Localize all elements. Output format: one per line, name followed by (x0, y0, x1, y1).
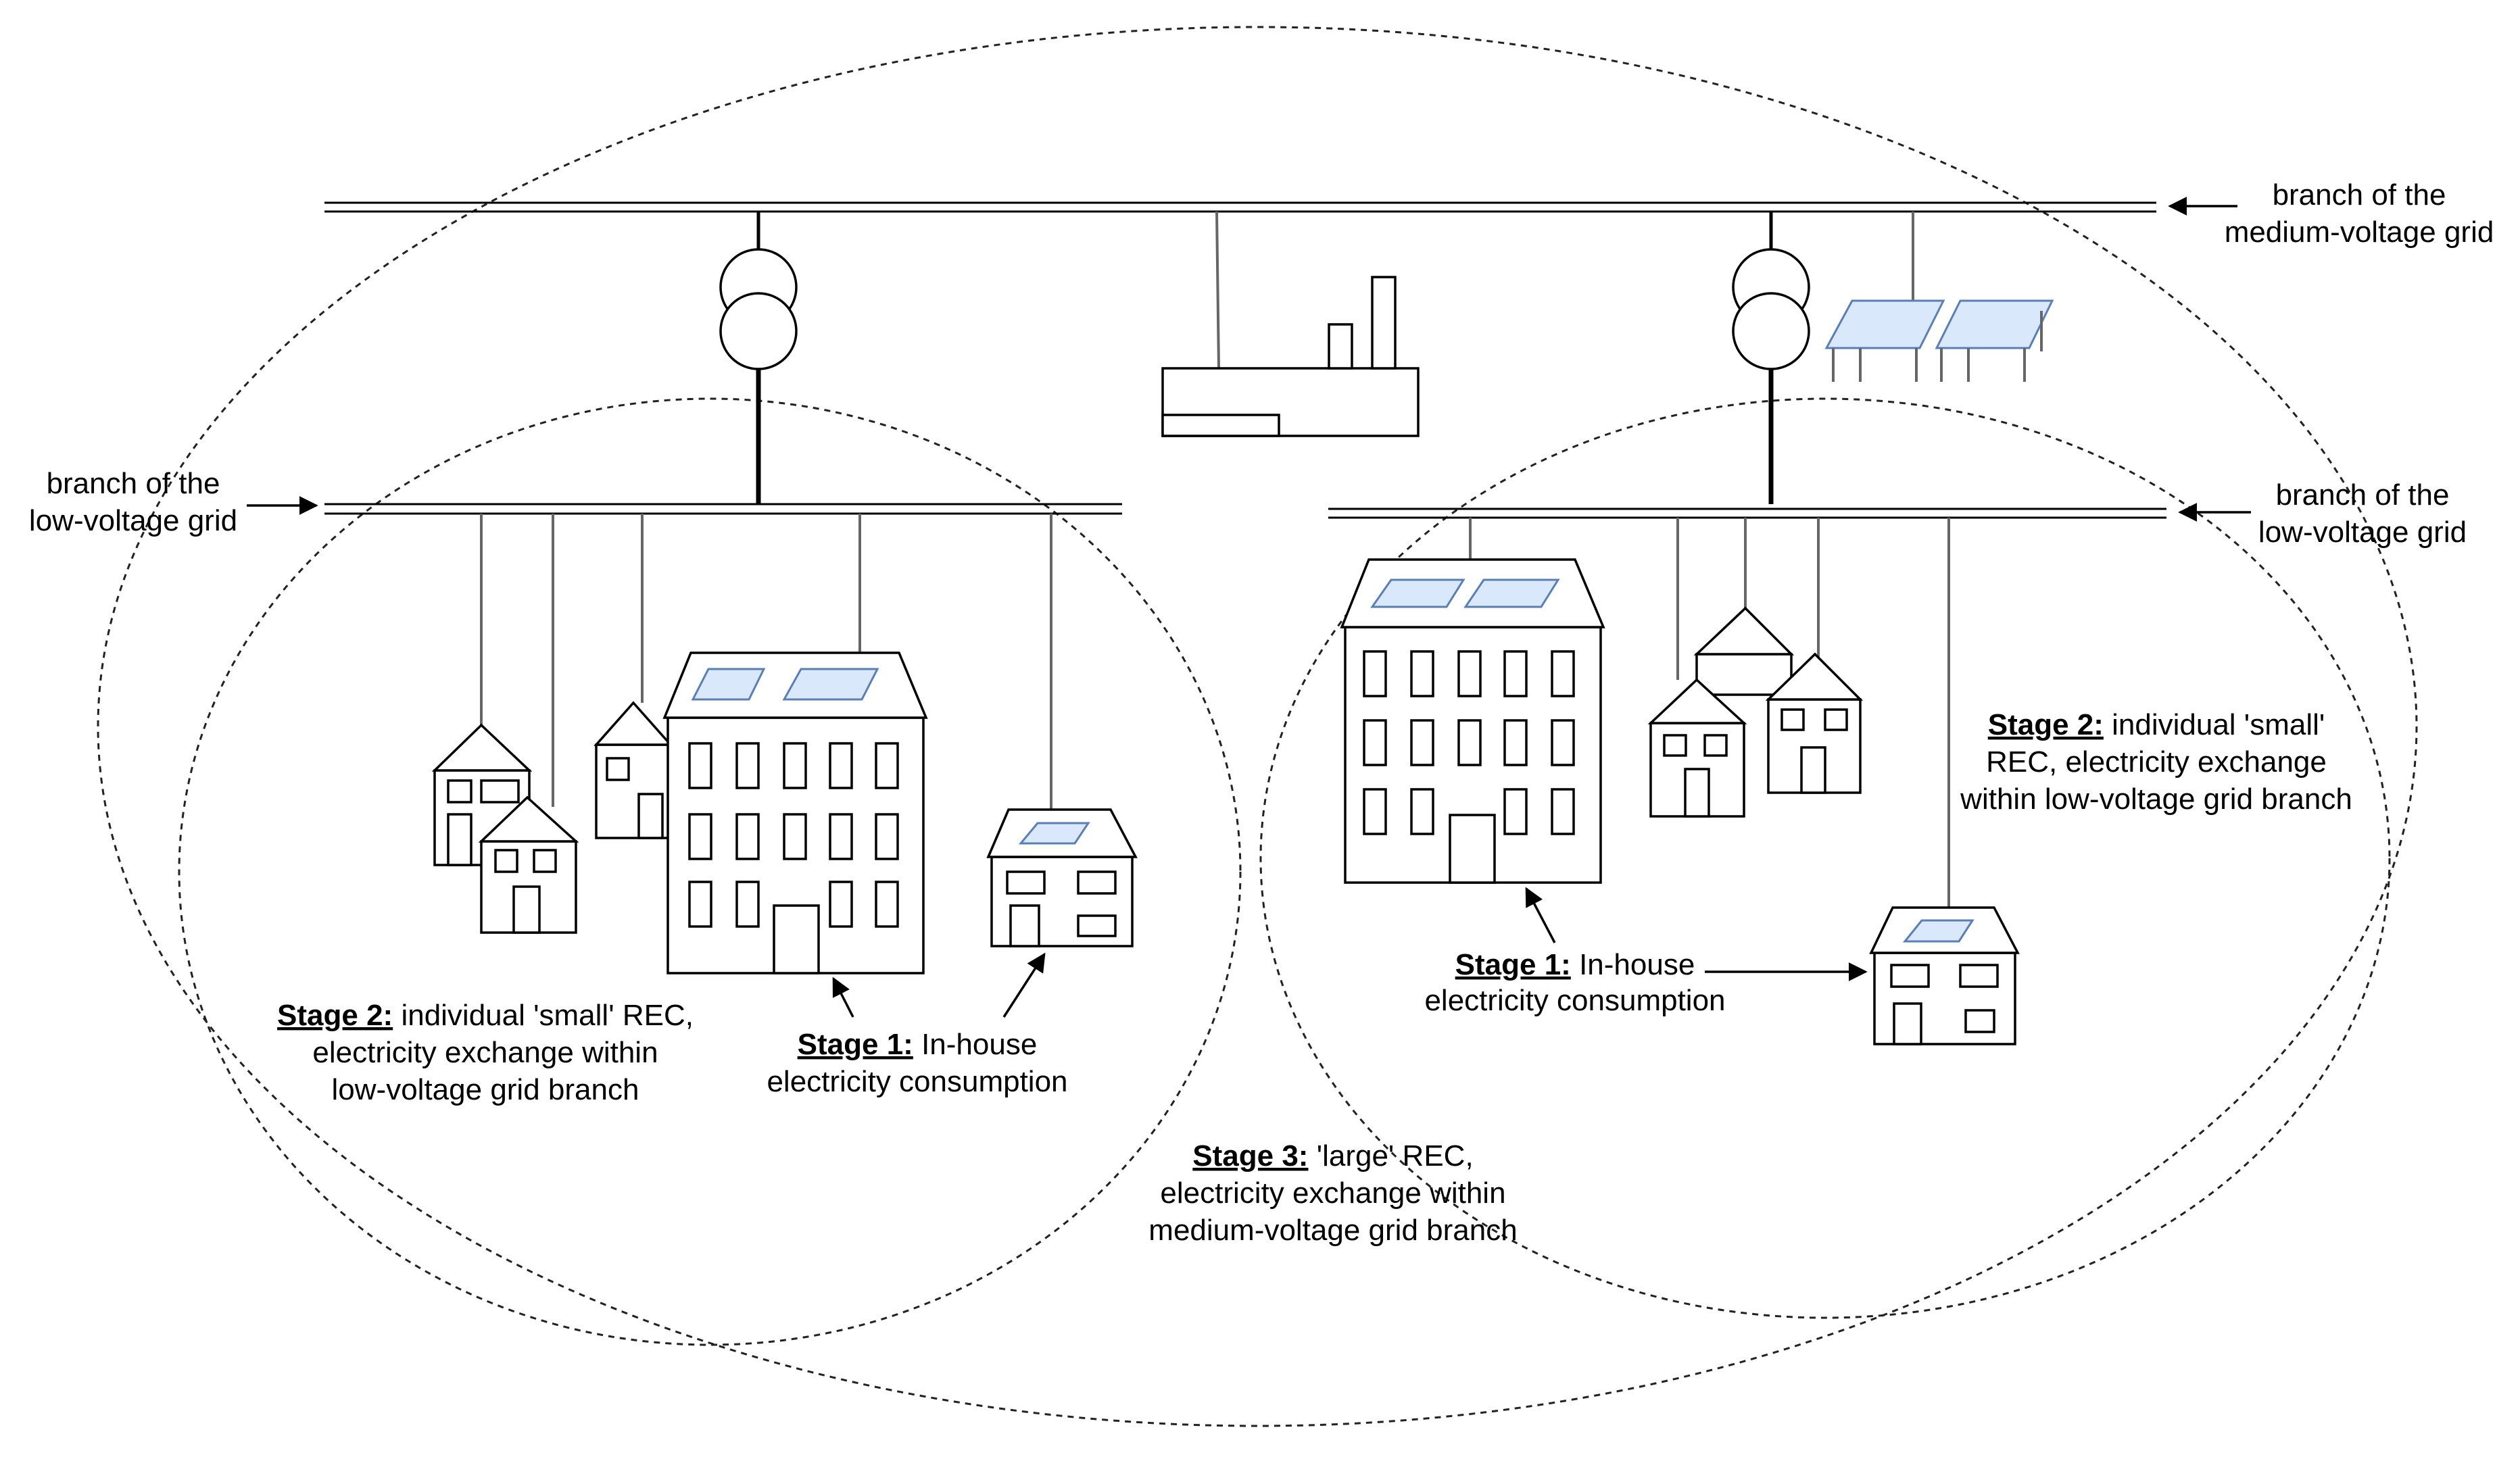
label-mv-grid: branch of the medium-voltage grid (2225, 178, 2494, 249)
house-left-solar (986, 808, 1138, 947)
label-line: Stage 3: 'large' REC, (1192, 1139, 1473, 1172)
arrow-stage1-left-a (832, 977, 854, 1018)
house-left-3 (593, 701, 673, 839)
solar-panel-icon (1018, 822, 1090, 845)
label-stage1-right: Stage 1: In-house electricity consumptio… (1424, 948, 1725, 1017)
stage3-boundary (97, 26, 2418, 1427)
low-voltage-bus-right (1328, 508, 2166, 519)
apartment-building-right (1340, 558, 1605, 884)
stage-text: In-house (1571, 948, 1695, 981)
transformer-left (719, 212, 798, 504)
feeders-right (1469, 518, 1950, 908)
transformer-right (1732, 212, 1810, 504)
label-line: within low-voltage grid branch (1960, 783, 2352, 816)
label-line: REC, electricity exchange (1986, 745, 2327, 779)
windows (1363, 650, 1575, 884)
solar-panel-icon (1902, 919, 1974, 943)
label-line: low-voltage grid branch (332, 1073, 639, 1106)
stage2-right-boundary (1259, 397, 2391, 1319)
label-line: Stage 2: individual 'small' REC, (277, 999, 694, 1032)
stage-text: 'large' REC, (1308, 1139, 1473, 1172)
house-right-solar (1869, 906, 2020, 1045)
windows (688, 742, 899, 974)
label-line: electricity consumption (767, 1065, 1067, 1098)
low-voltage-bus-left (324, 503, 1122, 515)
medium-voltage-bus (324, 201, 2156, 213)
label-line: Stage 2: individual 'small' (1988, 708, 2325, 741)
solar-panel-icon (691, 668, 766, 701)
stage-title: Stage 2: (1988, 708, 2104, 741)
solar-panel-icon (782, 668, 879, 701)
stage-title: Stage 1: (798, 1028, 913, 1061)
house-left-2 (478, 795, 579, 934)
label-stage3: Stage 3: 'large' REC, electricity exchan… (1148, 1139, 1517, 1247)
label-stage1-left: Stage 1: In-house electricity consumptio… (767, 1028, 1067, 1098)
label-line: medium-voltage grid branch (1148, 1214, 1517, 1247)
label-line: electricity exchange within (1160, 1177, 1505, 1210)
arrows (247, 197, 2251, 1018)
label-line: branch of the (47, 467, 220, 500)
label-lv-grid-right: branch of the low-voltage grid (2258, 478, 2467, 549)
stage-text: individual 'small' REC, (393, 999, 694, 1032)
label-line: electricity exchange within (312, 1036, 658, 1069)
label-line: electricity consumption (1424, 984, 1725, 1017)
apartment-building-left (662, 651, 928, 974)
house-right-2 (1765, 652, 1864, 794)
stage-title: Stage 1: (1455, 948, 1571, 981)
stage-title: Stage 3: (1192, 1139, 1308, 1172)
label-line: branch of the (2273, 178, 2446, 212)
feeders-left (480, 514, 1052, 810)
label-line: Stage 1: In-house (798, 1028, 1038, 1061)
solar-panel-icon (1370, 578, 1465, 608)
label-line: medium-voltage grid (2225, 216, 2494, 249)
label-lv-grid-left: branch of the low-voltage grid (29, 467, 237, 537)
stage2-left-boundary (178, 397, 1242, 1346)
factory (1161, 211, 1420, 437)
arrow-stage1-left-b (1002, 952, 1046, 1018)
house-right-back (1693, 606, 1795, 696)
solar-panel-icon (1824, 299, 1945, 349)
stage-text: In-house (913, 1028, 1037, 1061)
label-line: Stage 1: In-house (1455, 948, 1695, 981)
solar-panel-icon (1463, 578, 1560, 608)
solar-park (1824, 212, 2054, 382)
house-right-1 (1647, 678, 1747, 818)
label-stage2-right: Stage 2: individual 'small' REC, electri… (1960, 708, 2352, 816)
label-line: low-voltage grid (29, 504, 237, 537)
solar-panel-icon (1935, 299, 2054, 349)
label-stage2-left: Stage 2: individual 'small' REC, electri… (277, 999, 694, 1106)
stage-title: Stage 2: (277, 999, 393, 1032)
label-line: low-voltage grid (2258, 516, 2467, 549)
stage-text: individual 'small' (2104, 708, 2325, 741)
arrow-stage1-right-a (1525, 887, 1556, 943)
label-line: branch of the (2276, 478, 2450, 512)
